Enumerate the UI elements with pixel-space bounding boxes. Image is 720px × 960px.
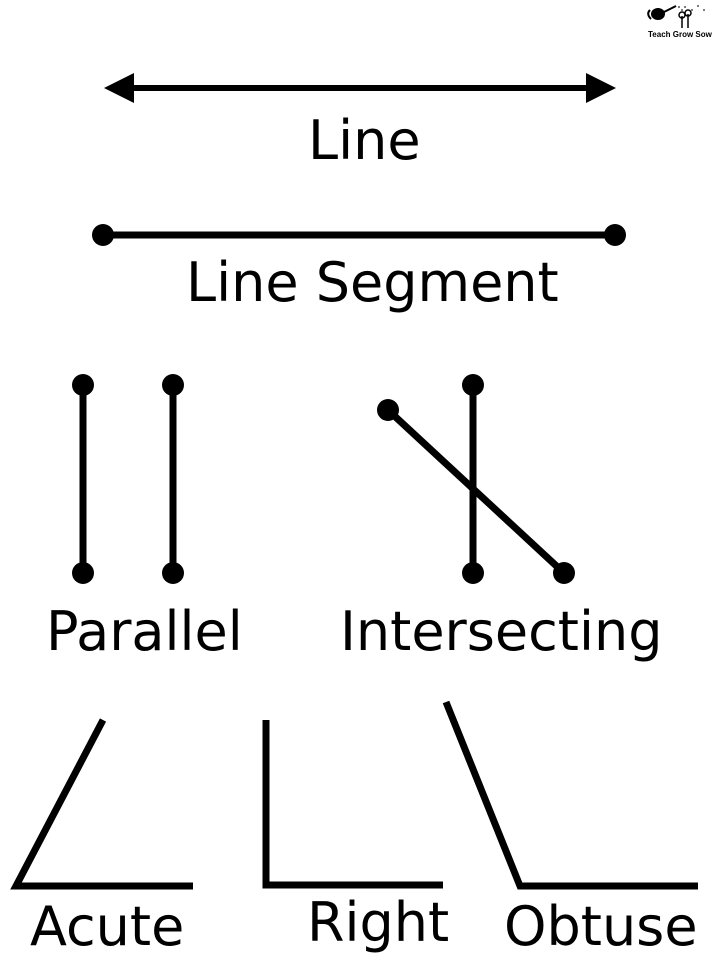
intersecting-figure bbox=[377, 374, 575, 584]
label-right: Right bbox=[307, 891, 450, 954]
label-intersecting: Intersecting bbox=[340, 600, 663, 663]
label-parallel: Parallel bbox=[46, 600, 243, 663]
acute-angle-figure bbox=[10, 718, 193, 890]
label-obtuse: Obtuse bbox=[504, 895, 698, 958]
line-segment-figure bbox=[92, 224, 626, 246]
watering-can-seedling-icon bbox=[647, 5, 705, 28]
label-line: Line bbox=[308, 109, 421, 172]
label-line-segment: Line Segment bbox=[186, 251, 559, 314]
segment-endpoint-left bbox=[92, 224, 114, 246]
label-acute: Acute bbox=[30, 895, 185, 958]
right-angle-figure bbox=[262, 720, 443, 889]
brand-text: Teach Grow Sow bbox=[648, 30, 712, 39]
segment-endpoint-right bbox=[604, 224, 626, 246]
obtuse-angle-figure bbox=[442, 700, 698, 890]
parallel-figure bbox=[72, 374, 184, 584]
